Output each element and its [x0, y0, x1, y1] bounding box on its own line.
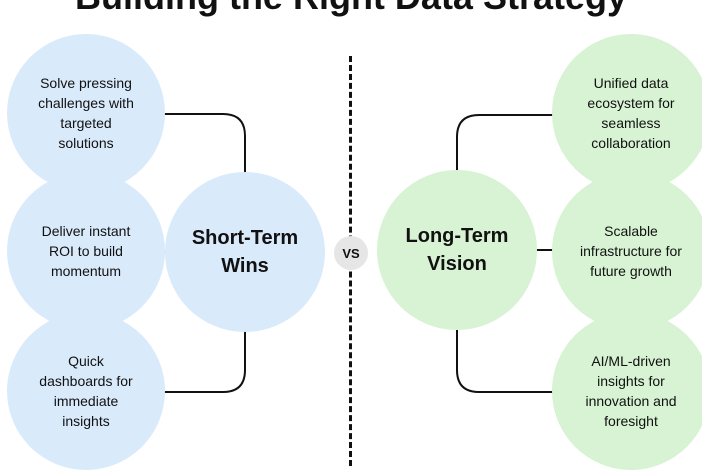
long-term-hub-label: Long-Term Vision [405, 225, 509, 275]
connector-short-3 [143, 331, 246, 393]
page-title: Building the Right Data Strategy [0, 0, 702, 20]
short-term-hub: Short-Term Wins [165, 172, 325, 332]
short-term-item-3: Quick dashboards for immediate insights [7, 312, 165, 470]
vs-label: VS [342, 245, 360, 261]
connector-long-3 [456, 330, 560, 393]
short-term-item-1: Solve pressing challenges with targeted … [7, 34, 165, 192]
short-term-item-2-text: Deliver instant ROI to build momentum [41, 223, 131, 279]
long-term-item-1-text: Unified data ecosystem for seamless coll… [587, 75, 675, 151]
long-term-hub: Long-Term Vision [377, 170, 537, 330]
short-term-item-1-text: Solve pressing challenges with targeted … [38, 75, 134, 151]
long-term-item-1: Unified data ecosystem for seamless coll… [552, 34, 702, 192]
long-term-item-3-text: AI/ML-driven insights for innovation and… [585, 353, 677, 429]
short-term-item-3-text: Quick dashboards for immediate insights [39, 353, 133, 429]
short-term-item-2: Deliver instant ROI to build momentum [7, 172, 165, 330]
long-term-item-3: AI/ML-driven insights for innovation and… [552, 312, 702, 470]
long-term-item-2: Scalable infrastructure for future growt… [552, 172, 702, 330]
long-term-item-2-text: Scalable infrastructure for future growt… [580, 223, 682, 279]
vs-badge: VS [334, 236, 368, 270]
connector-short-1 [143, 113, 246, 175]
short-term-hub-label: Short-Term Wins [191, 227, 299, 277]
connector-long-1 [456, 114, 560, 172]
